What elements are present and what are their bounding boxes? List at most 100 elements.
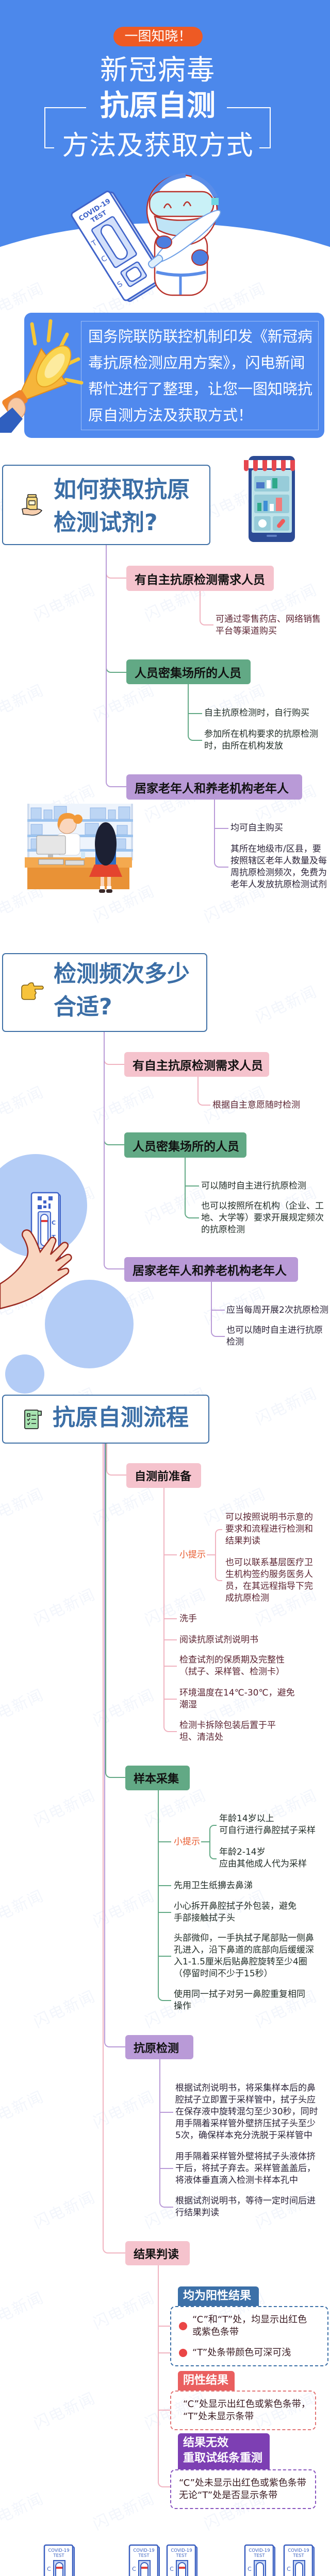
leaf-text: 检查试剂的保质期及完整性（拭子、采样管、检测卡）: [179, 1654, 285, 1678]
connector-line: [104, 1444, 125, 2047]
text-line: 平台等渠道购买: [216, 626, 277, 636]
text-line: 检测: [226, 1337, 244, 1347]
bracket-line: [209, 1842, 217, 1859]
svg-text:COVID-19: COVID-19: [288, 2548, 309, 2553]
branch-label: 居家老年人和养老机构老年人: [135, 782, 289, 795]
text-line: 根据试剂说明书，将采集样本后的鼻: [175, 2083, 316, 2093]
svg-text:C: C: [287, 2566, 291, 2572]
checklist-icon: [24, 1410, 42, 1429]
connector-line: [197, 1077, 210, 1106]
connector-line: [207, 1554, 216, 1555]
text-line: 检测试剂?: [54, 510, 158, 536]
text-line: 按照辖区老年人数量及每: [230, 856, 327, 866]
text-line: 潮湿: [179, 1700, 197, 1710]
tip-text: 年龄14岁以上可自行进行鼻腔拭子采样: [219, 1813, 316, 1837]
watermark: 闪电新闻: [253, 982, 320, 1027]
watermark: 闪电新闻: [90, 2489, 158, 2534]
branch-node: 结果判读: [125, 2241, 190, 2265]
text-line: 时，由所在机构发放: [204, 741, 283, 751]
connector-line: [158, 1841, 171, 1842]
text-line: 操作: [174, 2001, 191, 2011]
text-line: 应当每周开展2次抗原检测: [226, 1305, 328, 1315]
leaf-text: 头部微仰，一手执拭子尾部贴一侧鼻孔进入，沿下鼻道的底部向后缓缓深入1-1.5厘米…: [174, 1933, 314, 1980]
section-title: 检测频次多少合适?: [54, 958, 190, 1024]
hero-character-illustration: COVID-19 TEST T C S: [71, 173, 221, 302]
connector-line: [200, 591, 213, 625]
connector-line: [163, 1699, 177, 1700]
connector-line: [106, 545, 126, 787]
pharmacy-counter-illustration: [25, 804, 133, 893]
connector-line: [158, 1912, 171, 1913]
megaphone-icon: [0, 319, 84, 433]
svg-text:TEST: TEST: [53, 2553, 64, 2558]
title-bracket-right: [259, 147, 271, 148]
text-line: “T”处未显示条带: [183, 2411, 254, 2422]
watermark: 闪电新闻: [31, 1987, 98, 2032]
pointing-hand-icon: [21, 982, 44, 1000]
svg-text:C: C: [47, 2566, 51, 2572]
connector-line: [163, 1488, 177, 1732]
text-line: 要求和流程进行检测和: [225, 1524, 313, 1534]
text-line: 地、大学等）要求开展规定频次: [201, 1213, 324, 1223]
intro-box: [24, 313, 324, 438]
connector-line: [163, 1666, 177, 1667]
hero-title-line2: 抗原自测: [100, 89, 216, 123]
leaf-text: 检测卡拆除包装后置于平坦、清洁处: [179, 1720, 276, 1743]
swab-icon: [147, 210, 221, 268]
branch-label: 人员密集场所的人员: [135, 667, 241, 680]
branch-node: 人员密集场所的人员: [126, 659, 251, 684]
watermark: 闪电新闻: [0, 1485, 47, 1530]
watermark: 闪电新闻: [31, 581, 98, 625]
text-line: 检查试剂的保质期及完整性: [179, 1655, 285, 1665]
text-line: 无论“T”处是否显示条带: [179, 2490, 278, 2501]
svg-text:TEST: TEST: [253, 2553, 265, 2558]
connector-line: [214, 828, 228, 829]
text-line: 或紫色条带: [192, 2327, 239, 2337]
phone-pharmacy-illustration: [244, 456, 300, 542]
connector-line: [106, 1444, 126, 1476]
title-bracket-left: [44, 107, 86, 108]
text-line: 先用卫生纸擤去鼻涕: [174, 1880, 253, 1891]
connector-line: [103, 1444, 125, 2253]
result-text: “C”处显示出红色或紫色条带，“T”处未显示条带: [183, 2398, 310, 2423]
branch-node: 抗原检测: [125, 2035, 193, 2059]
text-line: 如何获取抗原: [54, 477, 190, 503]
text-line: 小心拆开鼻腔拭子外包装，避免: [174, 1901, 296, 1911]
connector-line: [214, 800, 228, 868]
leaf-text: 用手隔着采样管外壁将拭子头液体挤干后，将拭子弃去。采样管盖盖后，将液体垂直滴入检…: [175, 2151, 316, 2187]
watermark: 闪电新闻: [0, 2088, 47, 2132]
branch-node: 样本采集: [125, 1766, 190, 1790]
connector-line: [185, 1185, 199, 1187]
text-line: 周抗原检测频次，免费为: [230, 868, 327, 878]
text-line: 阅读抗原试剂说明书: [179, 1635, 258, 1645]
text-line: “C”和“T”处，均显示出红色: [192, 2314, 307, 2325]
text-line: 头部微仰，一手执拭子尾部贴一侧鼻: [174, 1933, 314, 1943]
title-bracket-right: [270, 107, 271, 148]
text-line: 年龄14岁以上: [219, 1814, 274, 1824]
watermark: 闪电新闻: [0, 2289, 47, 2333]
connector-line: [158, 2352, 170, 2353]
connector-line: [158, 2410, 170, 2411]
branch-label: 居家老年人和养老机构老年人: [133, 1264, 287, 1278]
text-line: 可通过零售药店、网络销售: [216, 614, 321, 624]
connector-line: [163, 1618, 177, 1619]
connector-line: [158, 2326, 170, 2327]
bracket-line: [215, 1529, 222, 1555]
invalid-result-tab: 结果无效重取试纸条重测: [178, 2433, 270, 2469]
connector-line: [158, 1885, 171, 1886]
invalid-test-strip-blank: COVID-19 TEST C T S: [283, 2544, 315, 2576]
svg-text:COVID-19: COVID-19: [48, 2548, 69, 2553]
positive-test-strip: COVID-19 TEST C T S: [128, 2544, 160, 2576]
text-line: 干后，将拭子弃去。采样管盖盖后，: [175, 2163, 316, 2174]
leaf-text: 先用卫生纸擤去鼻涕: [174, 1880, 253, 1892]
watermark: 闪电新闻: [0, 2489, 47, 2534]
red-dot-icon: [179, 2349, 187, 2357]
leaf-text: 均可自主购买: [230, 822, 283, 834]
branch-label: 样本采集: [134, 1773, 179, 1786]
svg-text:TEST: TEST: [175, 2553, 187, 2558]
svg-text:C: C: [170, 2566, 174, 2572]
text-line: 入1-1.5厘米后贴鼻腔旋转至少4圈: [174, 1957, 307, 1967]
title-bracket-left: [44, 147, 54, 148]
leaf-text: 参加所在机构要求的抗原检测时，由所在机构发放: [204, 728, 318, 752]
